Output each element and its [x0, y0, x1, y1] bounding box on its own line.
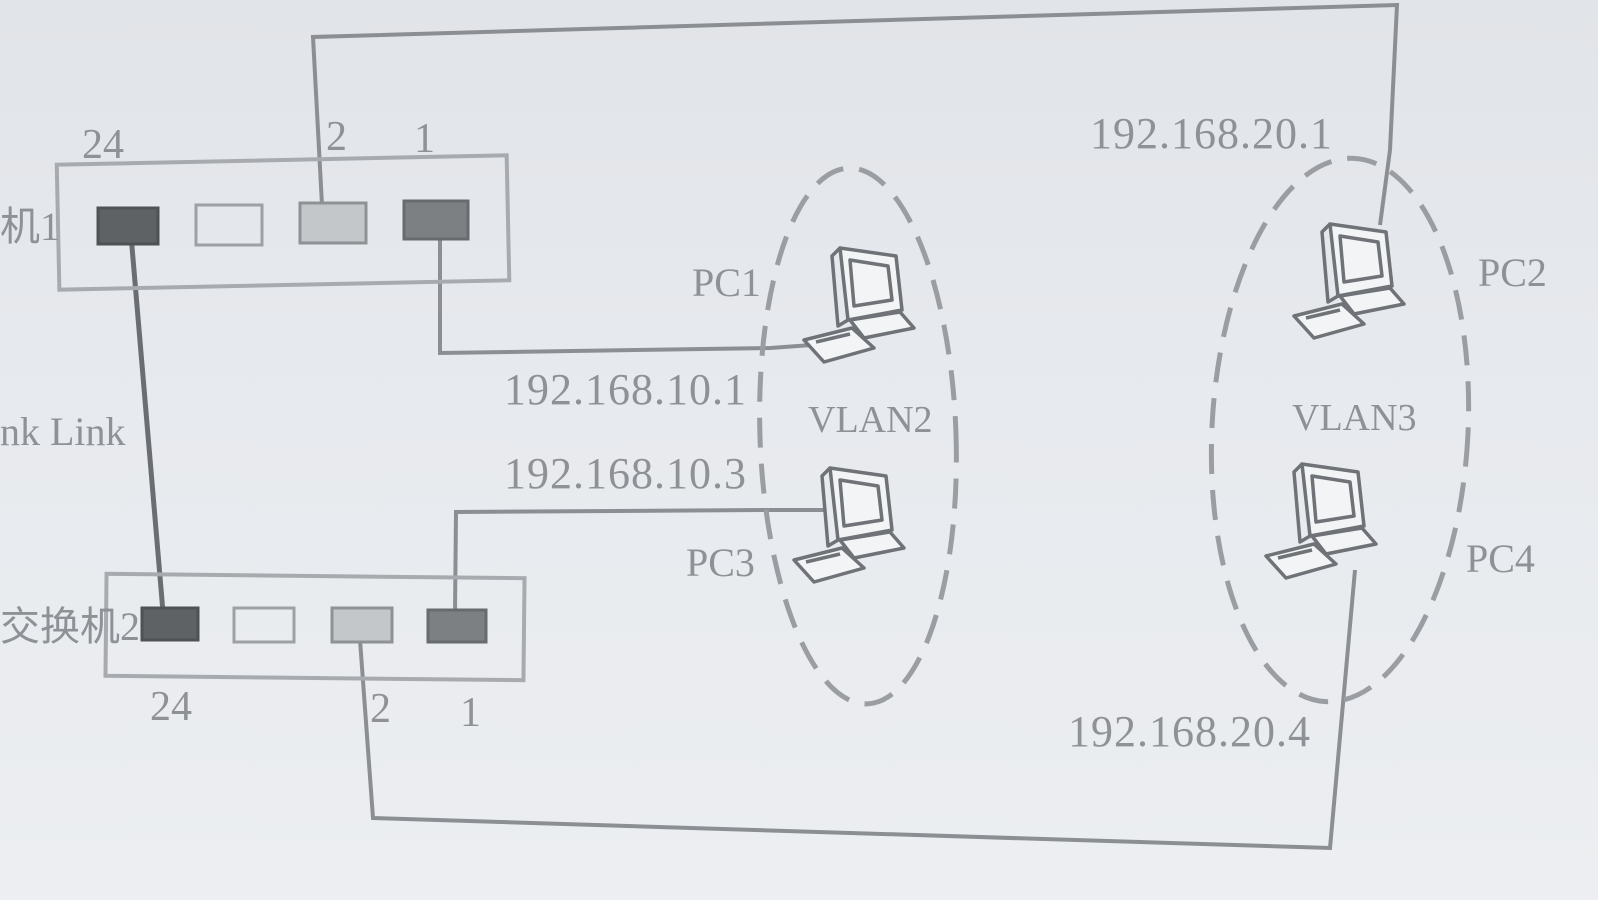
switch-2-port-24 — [140, 606, 200, 642]
vlan-2-label: VLAN2 — [808, 399, 933, 441]
switch-1-label: 机1 — [0, 204, 60, 249]
switch-1-port-24-label: 24 — [82, 122, 124, 168]
switch-2-port-2 — [330, 606, 394, 644]
wire-switch2-port1-to-pc3 — [453, 508, 825, 613]
switch-2-port-1 — [426, 608, 488, 644]
wire-trunk-link — [128, 234, 166, 613]
pc3-ip-label: 192.168.10.3 — [504, 449, 747, 498]
pc3-computer-icon — [792, 466, 906, 584]
vlan-3-boundary — [1208, 155, 1472, 705]
switch-1-port-empty — [194, 203, 264, 247]
switch-2-port-empty — [232, 606, 296, 644]
pc1-computer-icon — [802, 246, 916, 364]
pc4: PC4 192.168.20.4 — [1068, 462, 1535, 756]
switch-1-port-2-label: 2 — [326, 114, 347, 160]
switch-1-port-1 — [402, 199, 470, 241]
pc3-label: PC3 — [686, 540, 755, 585]
pc3: PC3 192.168.10.3 — [504, 449, 906, 585]
pc1-ip-label: 192.168.10.1 — [504, 365, 747, 414]
pc4-computer-icon — [1264, 462, 1378, 580]
pc2-ip-label: 192.168.20.1 — [1090, 109, 1333, 158]
pc2-computer-icon — [1292, 222, 1406, 340]
switch-2-chassis — [103, 571, 527, 683]
switch-2-label: 交换机2 — [0, 604, 140, 649]
pc2-label: PC2 — [1478, 250, 1547, 295]
trunk-link-label: nk Link — [0, 409, 126, 454]
vlan-3-label: VLAN3 — [1292, 397, 1417, 439]
wire-switch2-port2-to-pc4 — [358, 569, 1357, 851]
switch-1-port-1-label: 1 — [414, 116, 435, 162]
wire-pc2-drop — [1378, 149, 1392, 226]
switch-1-port-24 — [96, 206, 160, 246]
switch-1-port-2 — [298, 201, 368, 245]
pc4-ip-label: 192.168.20.4 — [1068, 707, 1311, 756]
switch-2-port-1-label: 1 — [460, 690, 481, 736]
pc1-label: PC1 — [692, 260, 761, 305]
switch-2-port-24-label: 24 — [150, 684, 192, 730]
wire-switch1-port2-to-pc2 — [310, 2, 1400, 206]
switch-1: 24 2 1 机1 — [0, 114, 512, 292]
switch-2: 24 2 1 交换机2 — [0, 571, 527, 736]
pc4-label: PC4 — [1466, 536, 1535, 581]
pc1: PC1 192.168.10.1 — [504, 246, 916, 414]
vlan-2-boundary — [757, 165, 959, 707]
switch-1-chassis — [54, 153, 512, 292]
switch-2-port-2-label: 2 — [370, 686, 391, 732]
pc2: PC2 192.168.20.1 — [1090, 109, 1547, 340]
wire-switch1-port1-to-pc1 — [438, 238, 813, 356]
